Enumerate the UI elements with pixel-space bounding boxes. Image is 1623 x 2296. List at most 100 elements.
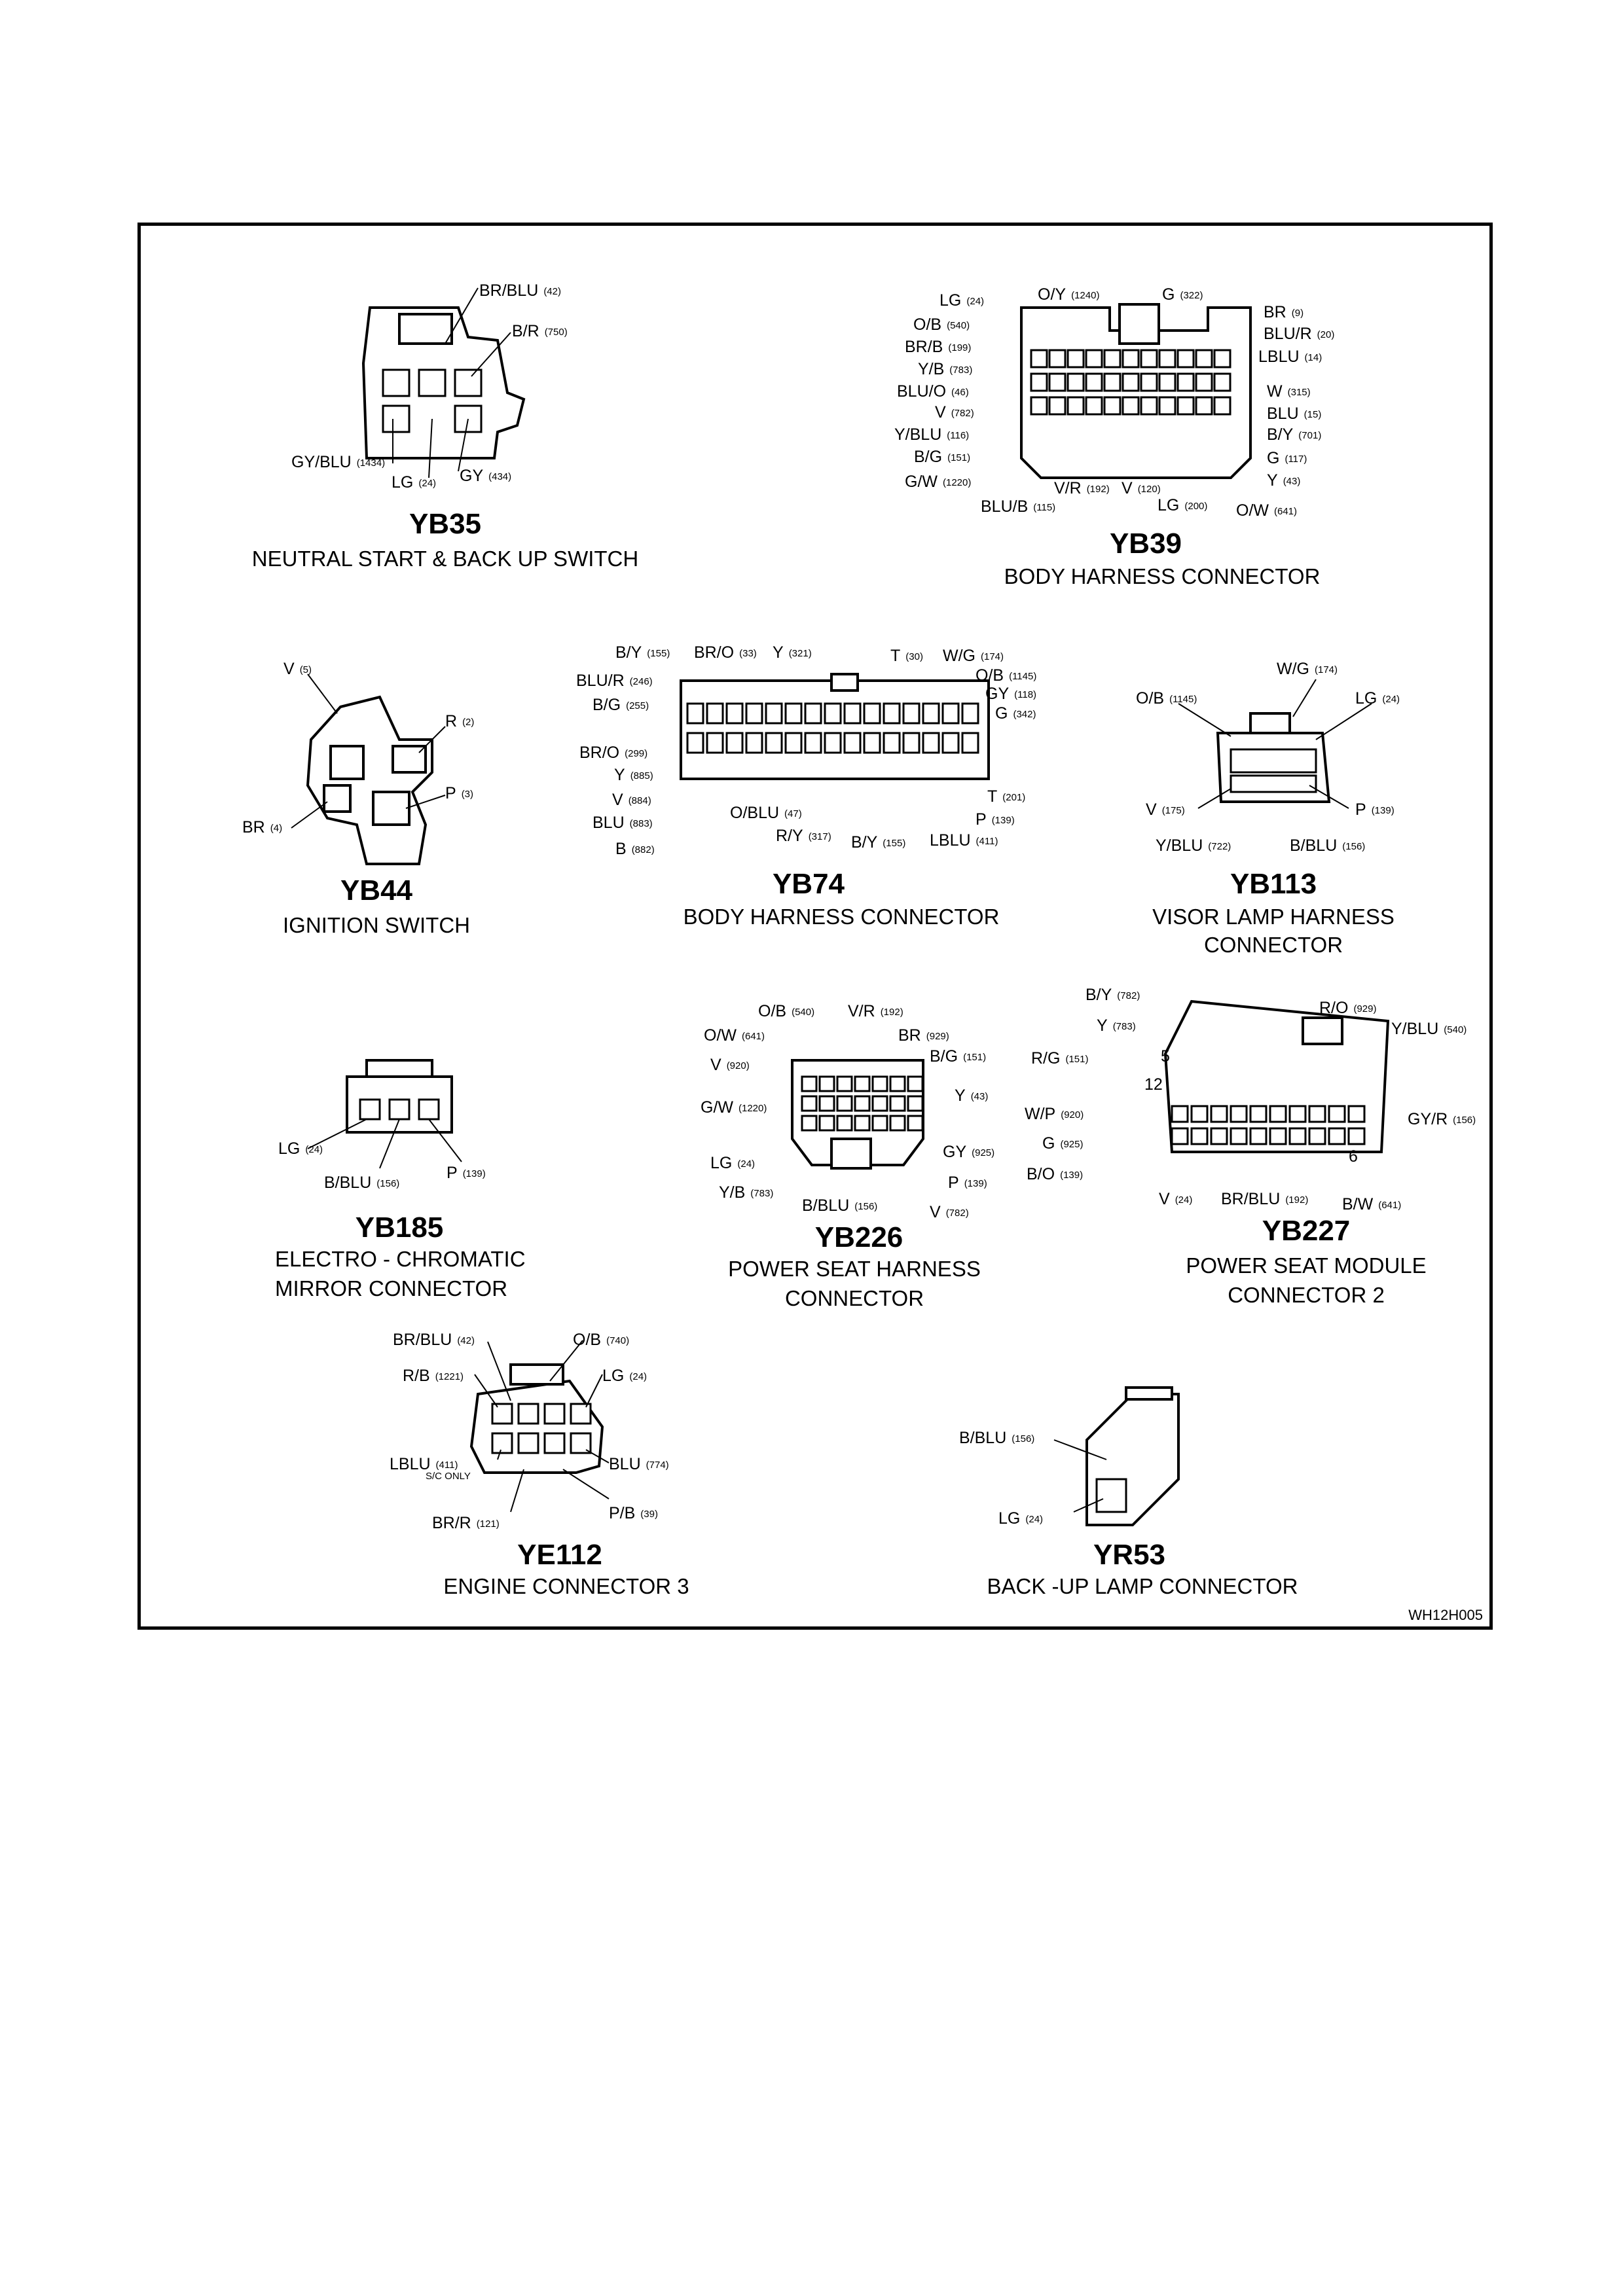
wire-color: BR/O [694, 643, 734, 662]
connector-name-yb226: POWER SEAT HARNESS [728, 1257, 981, 1281]
circuit-number: (118) [1014, 689, 1036, 700]
wire-color: G [995, 704, 1008, 723]
wire-color: LG [710, 1154, 732, 1172]
wire-color: R/G [1031, 1049, 1060, 1067]
wire-label-yb35-4: GY(434) [460, 467, 511, 485]
wire-color: Y/BLU [1156, 836, 1203, 855]
wire-label-yb39-22: G(117) [1267, 449, 1307, 467]
circuit-number: (200) [1184, 501, 1207, 512]
wire-label-yb74-19: T(201) [987, 787, 1025, 806]
circuit-number: (24) [1382, 694, 1400, 705]
circuit-number: (882) [632, 844, 655, 855]
wire-label-yb226-3: BR(929) [898, 1026, 949, 1045]
circuit-number: (115) [1033, 502, 1055, 513]
wire-label-yb39-23: Y(43) [1267, 471, 1300, 490]
wire-label-yb39-0: LG(24) [939, 291, 984, 310]
connector-name-yb227: POWER SEAT MODULE [1186, 1253, 1426, 1278]
circuit-number: (42) [457, 1335, 475, 1346]
connector-YB44 [291, 673, 446, 865]
wire-color: B/Y [851, 833, 878, 852]
wire-color: O/B [976, 666, 1004, 685]
wire-color: LBLU [390, 1455, 431, 1473]
wire-color: BLU/R [1264, 325, 1312, 343]
circuit-number: (774) [646, 1460, 669, 1471]
wire-color: O/B [573, 1331, 601, 1349]
circuit-number: (783) [949, 365, 972, 376]
circuit-number: (24) [1025, 1514, 1043, 1525]
connector-name-yb44: IGNITION SWITCH [283, 913, 470, 937]
wire-label-yb39-8: Y/BLU(116) [894, 425, 969, 444]
connector-name-yb113: VISOR LAMP HARNESS [1152, 905, 1395, 929]
wire-color: V [283, 660, 295, 678]
wire-label-yb74-20: P(139) [976, 810, 1015, 829]
connector-name-yb185: ELECTRO - CHROMATIC [275, 1247, 526, 1271]
connector-id-yb74: YB74 [773, 868, 845, 900]
wire-label-yb44-0: V (5) [283, 660, 312, 678]
wire-label-yb44-1: R(2) [445, 712, 474, 730]
wire-label-yb227-5: W/P(920) [1025, 1105, 1084, 1123]
circuit-number: (740) [606, 1335, 629, 1346]
wire-label-yb226-12: P (139) [948, 1174, 987, 1192]
circuit-number: (156) [1453, 1115, 1476, 1126]
connector-id-ye112: YE112 [517, 1539, 602, 1571]
wire-color: B/O [1027, 1165, 1055, 1183]
connector-name-yb113: CONNECTOR [1204, 933, 1343, 957]
wire-color: B/Y [1267, 425, 1294, 444]
wire-label-yb227-2: R/O(929) [1319, 999, 1376, 1017]
circuit-number: (156) [1342, 841, 1365, 852]
wire-label-yb226-13: V(782) [930, 1203, 969, 1221]
wire-color: LG [1158, 496, 1179, 514]
wire-color: O/B [1136, 689, 1164, 708]
circuit-number: (5) [300, 664, 312, 675]
wire-label-yb113-6: B/BLU(156) [1290, 836, 1365, 855]
wire-label-yb74-14: B(882) [615, 840, 655, 858]
wire-color: BR [898, 1026, 921, 1045]
circuit-number: (1145) [1009, 671, 1036, 682]
wire-label-ye112-6: P/B(39) [609, 1504, 658, 1522]
circuit-number: (139) [964, 1178, 987, 1189]
wire-label-yr53-1: LG(24) [998, 1509, 1043, 1528]
connector-YB74 [680, 673, 990, 780]
wire-color: B/Y [1085, 986, 1112, 1004]
wire-label-yb39-2: G(322) [1162, 285, 1203, 304]
connector-name-yb185: MIRROR CONNECTOR [275, 1276, 507, 1300]
wire-color: B/Y [615, 643, 642, 662]
wire-label-yb74-1: BR/O(33) [694, 643, 757, 662]
connector-YE112 [469, 1340, 610, 1513]
circuit-number: (121) [477, 1518, 500, 1530]
wire-color: V [612, 791, 623, 809]
circuit-number: (2) [462, 717, 474, 728]
wire-color: G [1267, 449, 1279, 467]
wire-color: P [948, 1174, 959, 1192]
wire-color: T [890, 647, 900, 665]
wire-color: O/Y [1038, 285, 1066, 304]
wire-color: B/BLU [802, 1196, 849, 1215]
wire-color: G/W [905, 473, 938, 491]
circuit-number: (1145) [1169, 694, 1197, 705]
circuit-number: (1221) [435, 1371, 464, 1382]
wire-label-yb226-0: O/B(540) [758, 1002, 814, 1020]
connector-name-yb39: BODY HARNESS CONNECTOR [1004, 564, 1321, 588]
circuit-number: (641) [1274, 506, 1297, 517]
wire-color: R/O [1319, 999, 1348, 1017]
wire-color: BR [242, 818, 265, 836]
wire-color: Y [955, 1086, 966, 1105]
wire-label-yb74-15: O/BLU(47) [730, 804, 802, 822]
wire-color: R/B [403, 1367, 430, 1385]
circuit-number: (925) [1060, 1139, 1083, 1150]
circuit-number: (342) [1013, 709, 1036, 720]
wire-label-yb39-9: B/G(151) [914, 448, 970, 466]
wire-color: V/R [1054, 479, 1082, 497]
wire-label-yb185-2: P(139) [447, 1164, 486, 1182]
wire-color: O/B [913, 315, 941, 334]
circuit-number: (47) [784, 808, 802, 819]
wire-label-yb227-8: B/O(139) [1027, 1165, 1083, 1183]
wire-label-yb74-18: LBLU(411) [930, 831, 998, 850]
wire-color: BR/R [432, 1514, 471, 1532]
wire-label-ye112-0: BR/BLU(42) [393, 1331, 475, 1349]
wire-label-yb113-5: Y/BLU(722) [1156, 836, 1231, 855]
connector-id-yb226: YB226 [815, 1221, 903, 1253]
wire-color: B/R [512, 322, 539, 340]
circuit-number: (24) [1175, 1194, 1193, 1206]
wire-color: BR/B [905, 338, 943, 356]
